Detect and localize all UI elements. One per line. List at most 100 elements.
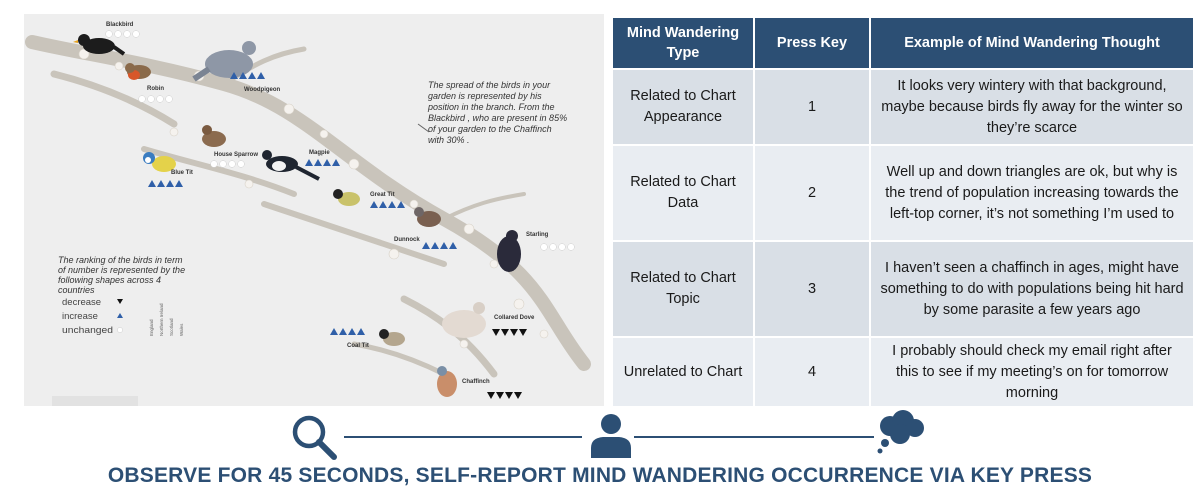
chaffinch-bird [437,366,457,397]
ranking-note-line: following shapes across 4 [58,275,161,285]
label-starling: Starling [526,232,549,238]
ranking-note-line: The ranking of the birds in term [58,255,183,265]
label-great-tit: Great Tit [370,192,395,198]
search-icon [292,415,337,460]
panel-footer-strip [52,396,138,406]
circle-icon [549,243,557,251]
down-triangle-icon [510,329,518,336]
circle-icon [105,30,113,38]
label-blackbird: Blackbird [106,22,134,28]
up-triangle-icon [148,180,156,187]
circle-icon [165,95,173,103]
ranking-note-line: countries [58,285,95,295]
spread-note-line: garden is represented by his [428,91,542,101]
down-triangle-icon [487,392,495,399]
header-example: Example of Mind Wandering Thought [869,16,1195,70]
cell-type: Related to Chart Topic [611,240,755,338]
cell-key: 2 [753,144,871,242]
flow-connector [344,436,582,438]
down-triangle-icon [496,392,504,399]
cell-type: Related to Chart Data [611,144,755,242]
label-chaffinch: Chaffinch [462,379,490,385]
ranking-note-line: of number is represented by the [58,265,185,275]
procedure-flow [0,408,1200,468]
up-triangle-icon [357,328,365,335]
up-triangle-icon [330,328,338,335]
flow-connector [634,436,874,438]
spread-note-line: The spread of the birds in your [428,80,551,90]
label-woodpigeon: Woodpigeon [244,87,281,93]
up-triangle-icon [422,242,430,249]
label-robin: Robin [147,86,164,92]
up-triangle-icon [323,159,331,166]
circle-icon [237,160,245,168]
country-label: England [149,319,154,336]
circle-icon [540,243,548,251]
country-label: Wales [179,323,184,336]
up-triangle-icon [449,242,457,249]
table-row: Related to Chart Topic 3 I haven’t seen … [611,240,1195,338]
spread-note: The spread of the birds in your garden i… [417,80,567,145]
table-header-row: Mind Wandering Type Press Key Example of… [611,16,1195,70]
circle-icon [147,95,155,103]
cell-type: Related to Chart Appearance [611,68,755,146]
person-icon [591,414,631,458]
spread-note-line: with 30% . [428,135,470,145]
up-triangle-icon [117,313,123,318]
coal-tit-bird [379,329,405,346]
down-triangle-icon [519,329,527,336]
label-dunnock: Dunnock [394,237,420,243]
table-row: Related to Chart Data 2 Well up and down… [611,144,1195,242]
up-triangle-icon [348,328,356,335]
up-triangle-icon [248,72,256,79]
dunnock-bird [414,207,441,227]
down-triangle-icon [505,392,513,399]
spread-note-line: Blackbird , who are present in 85% [428,113,567,123]
circle-icon [114,30,122,38]
up-triangle-icon [332,159,340,166]
house-sparrow-bird [202,125,226,147]
cell-example: It looks very wintery with that backgrou… [869,68,1195,146]
up-triangle-icon [239,72,247,79]
ranking-legend: The ranking of the birds in term of numb… [58,255,185,336]
up-triangle-icon [440,242,448,249]
cell-key: 3 [753,240,871,338]
bird-chart-illustration: Blackbird Robin Woodpigeon House Sparrow… [24,14,604,406]
down-triangle-icon [117,299,123,304]
up-triangle-icon [230,72,238,79]
trend-symbols [105,30,575,399]
circle-icon [558,243,566,251]
country-label: Scotland [169,318,174,336]
cell-type: Unrelated to Chart [611,336,755,408]
down-triangle-icon [501,329,509,336]
note-arrow-icon [417,123,430,133]
cell-example: I haven’t seen a chaffinch in ages, migh… [869,240,1195,338]
label-house-sparrow: House Sparrow [214,152,258,158]
up-triangle-icon [379,201,387,208]
procedure-caption: OBSERVE FOR 45 SECONDS, SELF-REPORT MIND… [107,464,1093,487]
up-triangle-icon [431,242,439,249]
circle-icon [132,30,140,38]
up-triangle-icon [339,328,347,335]
circle-icon [156,95,164,103]
legend-unchanged-label: unchanged [62,325,113,336]
bird-branch-artwork: Blackbird Robin Woodpigeon House Sparrow… [25,22,591,399]
up-triangle-icon [388,201,396,208]
cell-example: I probably should check my email right a… [869,336,1195,408]
starling-bird [497,230,521,272]
circle-icon [228,160,236,168]
table-row: Unrelated to Chart 4 I probably should c… [611,336,1195,408]
circle-icon [117,327,123,333]
cell-example: Well up and down triangles are ok, but w… [869,144,1195,242]
up-triangle-icon [157,180,165,187]
up-triangle-icon [397,201,405,208]
up-triangle-icon [370,201,378,208]
great-tit-bird [333,189,360,206]
circle-icon [567,243,575,251]
up-triangle-icon [257,72,265,79]
down-triangle-icon [492,329,500,336]
label-collared-dove: Collared Dove [494,315,535,321]
header-press-key: Press Key [753,16,871,70]
country-label: Northern Ireland [159,303,164,336]
legend-decrease-label: decrease [62,297,101,308]
